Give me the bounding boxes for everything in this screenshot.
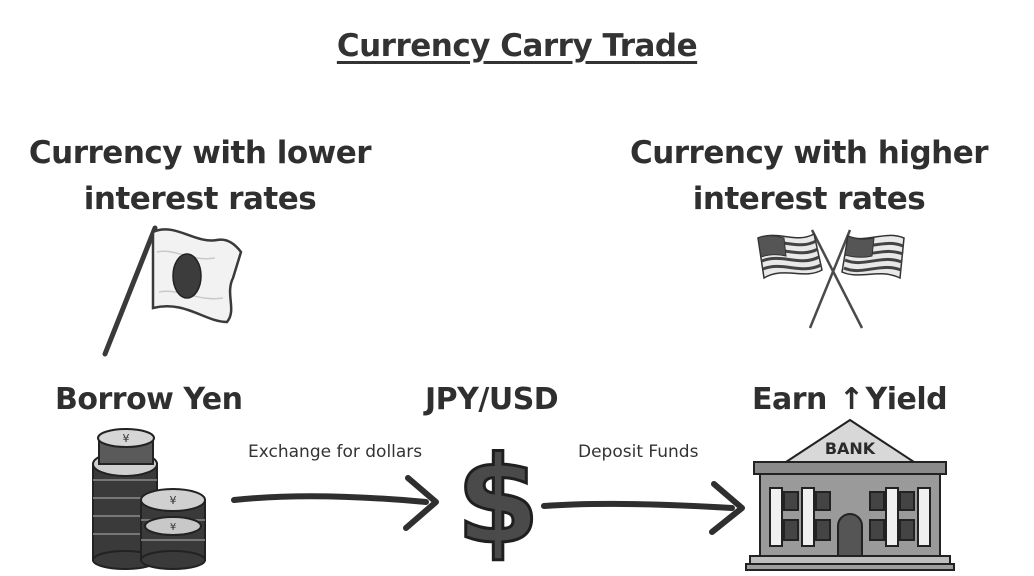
- yen-coin-stack-icon: ¥ ¥ ¥: [92, 428, 206, 570]
- earn-yield-label: Earn ↑Yield: [752, 382, 948, 417]
- japan-flag-icon: [102, 225, 243, 357]
- svg-text:¥: ¥: [170, 494, 177, 507]
- higher-rate-heading-line2: interest rates: [692, 181, 926, 217]
- higher-rate-heading-line1: Currency with higher: [629, 135, 989, 171]
- right-arrow-icon-deposit: [541, 481, 745, 535]
- lower-rate-heading-line1: Currency with lower: [28, 135, 372, 171]
- lower-rate-heading-line2: interest rates: [83, 181, 317, 217]
- currency-pair-label: JPY/USD: [425, 382, 559, 417]
- svg-text:¥: ¥: [123, 432, 130, 445]
- borrow-yen-label: Borrow Yen: [55, 382, 243, 417]
- svg-text:$: $: [456, 432, 540, 571]
- dollar-sign-icon: $: [455, 431, 542, 573]
- lower-rate-heading: Currency with lower interest rates: [20, 130, 380, 222]
- bank-building-icon: BANK: [745, 418, 955, 571]
- exchange-arrow-label: Exchange for dollars: [248, 442, 423, 462]
- deposit-arrow-label: Deposit Funds: [578, 442, 699, 462]
- bank-sign: BANK: [825, 439, 876, 458]
- crossed-us-flags-icon: [757, 229, 905, 329]
- higher-rate-heading: Currency with higher interest rates: [624, 130, 994, 222]
- svg-text:¥: ¥: [170, 522, 176, 533]
- yield-label: Yield: [865, 382, 948, 417]
- earn-label: Earn: [752, 382, 827, 417]
- right-arrow-icon-exchange: [231, 475, 439, 531]
- diagram-title: Currency Carry Trade: [336, 28, 698, 64]
- up-arrow-icon: ↑: [838, 382, 864, 417]
